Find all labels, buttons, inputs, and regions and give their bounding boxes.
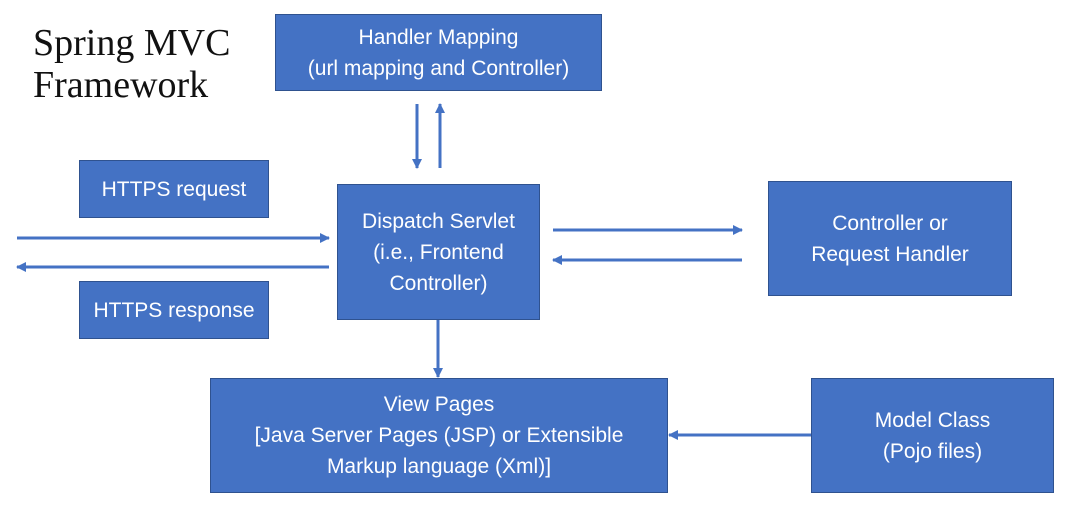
controller-box: Controller or Request Handler <box>768 181 1012 296</box>
https-response-box: HTTPS response <box>79 281 269 339</box>
view-pages-box: View Pages [Java Server Pages (JSP) or E… <box>210 378 668 493</box>
handler-mapping-line-2: (url mapping and Controller) <box>307 56 570 80</box>
dispatch-servlet-line-1: Dispatch Servlet <box>362 209 515 233</box>
https-request-box: HTTPS request <box>79 160 269 218</box>
model-class-line-2: (Pojo files) <box>882 439 983 463</box>
handler-mapping-box: Handler Mapping (url mapping and Control… <box>275 14 602 91</box>
title-line-2: Framework <box>33 64 209 106</box>
model-class-line-1: Model Class <box>874 408 991 432</box>
https-request-label: HTTPS request <box>101 177 247 201</box>
controller-line-1: Controller or <box>832 211 948 235</box>
title-line-1: Spring MVC <box>33 22 231 64</box>
view-pages-line-1: View Pages <box>383 393 495 416</box>
diagram-title: Spring MVC Framework <box>33 22 230 106</box>
view-pages-line-3: Markup language (Xml)] <box>326 455 552 478</box>
handler-mapping-line-1: Handler Mapping <box>358 25 519 49</box>
dispatch-servlet-box: Dispatch Servlet (i.e., Frontend Control… <box>337 184 540 320</box>
view-pages-line-2: [Java Server Pages (JSP) or Extensible <box>254 424 624 447</box>
dispatch-servlet-line-3: Controller) <box>389 271 488 295</box>
https-response-label: HTTPS response <box>93 298 255 322</box>
dispatch-servlet-line-2: (i.e., Frontend <box>373 240 504 264</box>
model-class-box: Model Class (Pojo files) <box>811 378 1054 493</box>
controller-line-2: Request Handler <box>811 242 969 266</box>
